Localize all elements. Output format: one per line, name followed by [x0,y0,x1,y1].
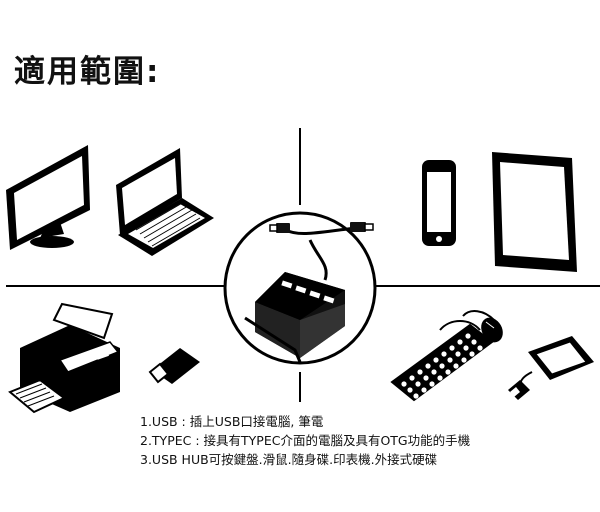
keyboard-icon [390,320,494,402]
laptop-icon [116,148,214,256]
usb-drive-icon [148,348,200,384]
smartphone-icon [422,160,456,246]
usb-hub-icon [244,272,345,363]
note-usb: 1.USB : 插上USB口接電腦, 筆電 [140,414,324,429]
page-title: 適用範圍: [14,54,161,90]
usage-notes: 1.USB : 插上USB口接電腦, 筆電 2.TYPEC : 接具有TYPEC… [140,412,470,469]
note-usb-hub: 3.USB HUB可按鍵盤.滑鼠.隨身碟.印表機.外接式硬碟 [140,452,438,467]
mouse-icon [462,310,503,343]
divider-lines [6,128,600,402]
note-typec: 2.TYPEC : 接具有TYPEC介面的電腦及具有OTG功能的手機 [140,433,471,448]
printer-icon [8,302,120,414]
monitor-icon [6,145,90,250]
external-hard-drive-icon [508,336,594,400]
usb-cable-icon [269,222,374,281]
tablet-icon [492,152,577,272]
